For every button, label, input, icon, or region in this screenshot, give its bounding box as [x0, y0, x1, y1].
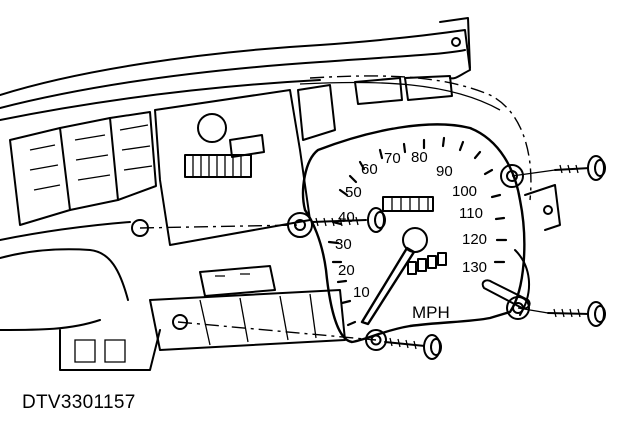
scale-label: 50 [345, 184, 362, 201]
scale-label: 120 [462, 231, 487, 248]
trip-odometer [407, 252, 447, 275]
screw-icon [547, 301, 606, 327]
scale-label: 60 [361, 161, 378, 178]
scale-label: 30 [335, 236, 352, 253]
scale-label: 40 [338, 209, 355, 226]
unit-label: MPH [412, 303, 450, 322]
scale-label: 90 [436, 163, 453, 180]
figure-id-caption: DTV3301157 [22, 392, 136, 413]
trip-reset-stem [481, 279, 531, 310]
mounting-ear-lower-right [506, 296, 530, 320]
scale-label: 110 [459, 205, 483, 222]
mounting-ear-bottom [365, 329, 387, 351]
screw-icon [554, 155, 606, 181]
speedometer-gauge: 10 20 30 40 50 60 70 80 90 100 110 120 1… [287, 123, 531, 351]
mounting-ear-upper-right [500, 164, 524, 188]
mounting-ear-left [287, 212, 313, 238]
scale-label: 80 [411, 149, 428, 166]
scale-label: 130 [462, 259, 487, 276]
alignment-lines [131, 169, 556, 341]
scale-label: 20 [338, 262, 355, 279]
screw-icon [311, 207, 386, 233]
speedometer-needle [360, 246, 416, 326]
instrument-panel-housing [0, 17, 561, 371]
scale-label: 10 [353, 284, 370, 301]
scale-label: 70 [384, 150, 401, 167]
scale-label: 100 [452, 183, 477, 200]
screw-icon [384, 334, 442, 360]
odometer-window [382, 196, 434, 212]
